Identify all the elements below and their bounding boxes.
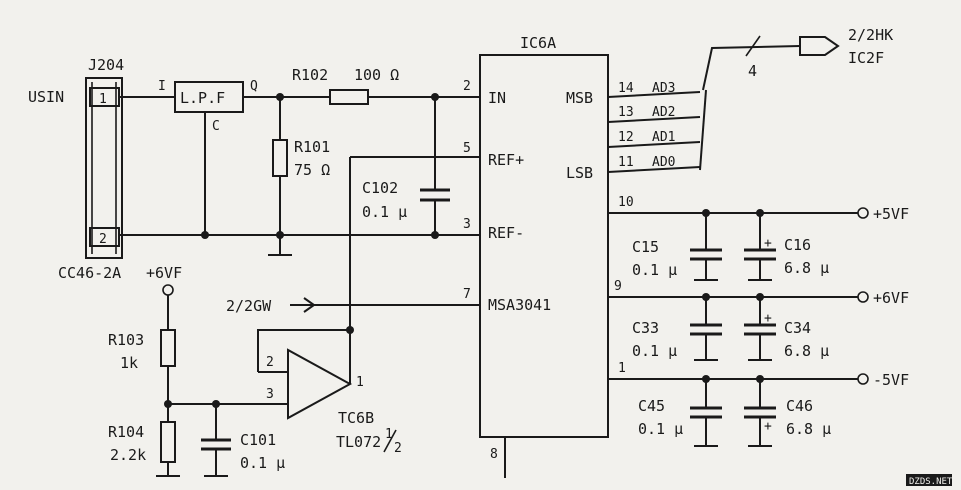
ic6a-out-ad3: AD3 [652,81,675,96]
ic6a-pin14: 14 [618,81,634,96]
ic6a: IC6A IN REF+ REF- MSA3041 MSB LSB 2 5 3 … [463,34,675,462]
capacitor-c101: C101 0.1 µ [201,404,285,477]
c34-ref: C34 [784,319,811,337]
ic6a-pin10: 10 [618,195,634,210]
ic6a-msb-label: MSB [566,89,593,107]
c46-ref: C46 [786,397,813,415]
c45-value: 0.1 µ [638,420,683,438]
opamp-ref: TC6B [338,409,374,427]
ic6a-pin5: 5 [463,141,471,156]
ic6a-out-ad1: AD1 [652,130,675,145]
ic6a-pin3: 3 [463,217,471,232]
c46-plus: + [764,419,772,434]
ic6a-pin1: 1 [618,361,626,376]
r104-value: 2.2k [110,446,146,464]
resistor-r103: R103 1k [108,329,176,372]
arrow-icon [303,297,316,313]
capacitor-c45: C45 0.1 µ [638,379,722,447]
connector-pin2: 2 [99,232,107,247]
ic6a-pin-in-label: IN [488,89,506,107]
ic6a-pin13: 13 [618,105,634,120]
ic6a-pin2: 2 [463,79,471,94]
data-bus: 4 2/2HK IC2F [607,26,893,173]
c16-ref: C16 [784,236,811,254]
ic6a-ref: IC6A [520,34,556,52]
opamp-pin1: 1 [356,375,364,390]
ic6a-pin-refm-label: REF- [488,224,524,242]
lpf-label: L.P.F [180,89,225,107]
rail-plus6-label: +6VF [873,289,909,307]
r101-value: 75 Ω [294,161,330,179]
c46-value: 6.8 µ [786,420,831,438]
ic6a-pin7: 7 [463,287,471,302]
capacitor-c16: + C16 6.8 µ [744,213,829,281]
c33-ref: C33 [632,319,659,337]
capacitor-c34: + C34 6.8 µ [744,297,829,361]
bus-width: 4 [748,62,757,80]
ic6a-pin-refp-label: REF+ [488,151,524,169]
resistor-r104: R104 2.2k [108,421,180,477]
opamp-pin3: 3 [266,387,274,402]
capacitor-c46: + C46 6.8 µ [744,379,831,447]
r102-ref: R102 [292,66,328,84]
lpf-pin-c: C [212,119,220,134]
ic6a-out-ad0: AD0 [652,155,675,170]
ic6a-pin9: 9 [614,279,622,294]
r104-ref: R104 [108,423,144,441]
c101-value: 0.1 µ [240,454,285,472]
c34-plus: + [764,311,772,326]
c16-value: 6.8 µ [784,259,829,277]
watermark: DZDS.NET [909,477,953,487]
opamp-part: TL072 [336,433,381,451]
opamp-tc6b: 2 3 1 TC6B TL072 1 2 [257,326,402,456]
ic6a-pin8: 8 [490,447,498,462]
rail-minus5-label: -5VF [873,371,909,389]
opamp-pin2: 2 [266,355,274,370]
bus-dest-1: 2/2HK [848,26,893,44]
connector-part: CC46-2A [58,264,121,282]
c101-ref: C101 [240,431,276,449]
c45-ref: C45 [638,397,665,415]
ic6a-lsb-label: LSB [566,164,593,182]
c102-ref: C102 [362,179,398,197]
r103-value: 1k [120,354,138,372]
c33-value: 0.1 µ [632,342,677,360]
ic6a-part: MSA3041 [488,296,551,314]
bus-dest-2: IC2F [848,49,884,67]
connector-input-label: USIN [28,88,64,106]
ic6a-pin12: 12 [618,130,634,145]
capacitor-c15: C15 0.1 µ [632,213,722,281]
lpf-pin-in: I [158,79,166,94]
r102-value: 100 Ω [354,66,399,84]
opamp-fraction-num: 1 [385,427,393,442]
opamp-fraction-den: 2 [394,441,402,456]
resistor-r101: R101 75 Ω [268,97,330,256]
capacitor-c102: C102 0.1 µ [362,97,450,239]
c34-value: 6.8 µ [784,342,829,360]
connector-ref: J204 [88,56,124,74]
c16-plus: + [764,236,772,251]
ic6a-pin11: 11 [618,155,634,170]
signal-in-label: 2/2GW [226,297,272,315]
bus-arrow-icon [799,36,840,56]
c15-value: 0.1 µ [632,261,677,279]
lpf-pin-out: Q [250,79,258,94]
r103-ref: R103 [108,331,144,349]
ic6a-out-ad2: AD2 [652,105,675,120]
lpf-block: L.P.F I Q C [158,79,258,239]
rail-plus6-top-label: +6VF [146,264,182,282]
capacitor-c33: C33 0.1 µ [632,297,722,361]
r101-ref: R101 [294,138,330,156]
connector-j204: J204 CC46-2A USIN 1 2 [28,56,124,282]
connector-pin1: 1 [99,92,107,107]
c15-ref: C15 [632,238,659,256]
rail-plus5-label: +5VF [873,205,909,223]
resistor-r102: R102 100 Ω [292,66,399,105]
c102-value: 0.1 µ [362,203,407,221]
